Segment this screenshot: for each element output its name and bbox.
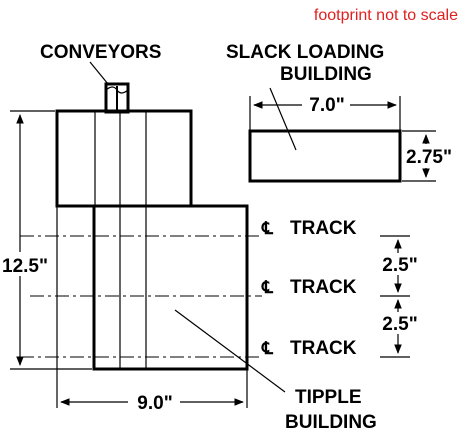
slack-depth-label-bg [404,144,460,168]
tipple-width-label: 9.0" [137,393,172,414]
height-label-bg [0,252,44,276]
slack-depth-label: 2.75" [406,147,452,168]
slack-leader [269,87,297,151]
track-spacing-2-label: 2.5" [382,314,417,335]
track-spacing-1-label: 2.5" [382,255,417,276]
slack-width-label-bg [302,93,350,117]
track-2-label: TRACK [290,277,357,298]
tipple-leader [174,309,286,393]
tipple-lower-block [92,204,249,371]
track-3-symbol: ℄ [261,339,274,358]
track-1-symbol: ℄ [261,219,274,238]
tipple-upper-block [55,109,193,208]
track-spacing-2-label-bg [378,312,422,334]
tipple-label-line1: TIPPLE [295,387,362,408]
track-spacing-1-label-bg [378,253,422,275]
tipple-label-line2: BUILDING [285,412,377,433]
tipple-width-label-bg [128,390,180,414]
track-2-symbol: ℄ [261,278,274,297]
overall-height-label: 12.5" [2,256,48,277]
scale-note: footprint not to scale [314,7,458,24]
slack-label-line1: SLACK LOADING [226,42,384,63]
slack-width-label: 7.0" [309,95,344,116]
slack-label-line2: BUILDING [280,64,372,85]
track-1-label: TRACK [290,218,357,239]
conveyors-label: CONVEYORS [40,42,161,63]
track-3-label: TRACK [290,338,357,359]
slack-loading-building [248,129,402,183]
